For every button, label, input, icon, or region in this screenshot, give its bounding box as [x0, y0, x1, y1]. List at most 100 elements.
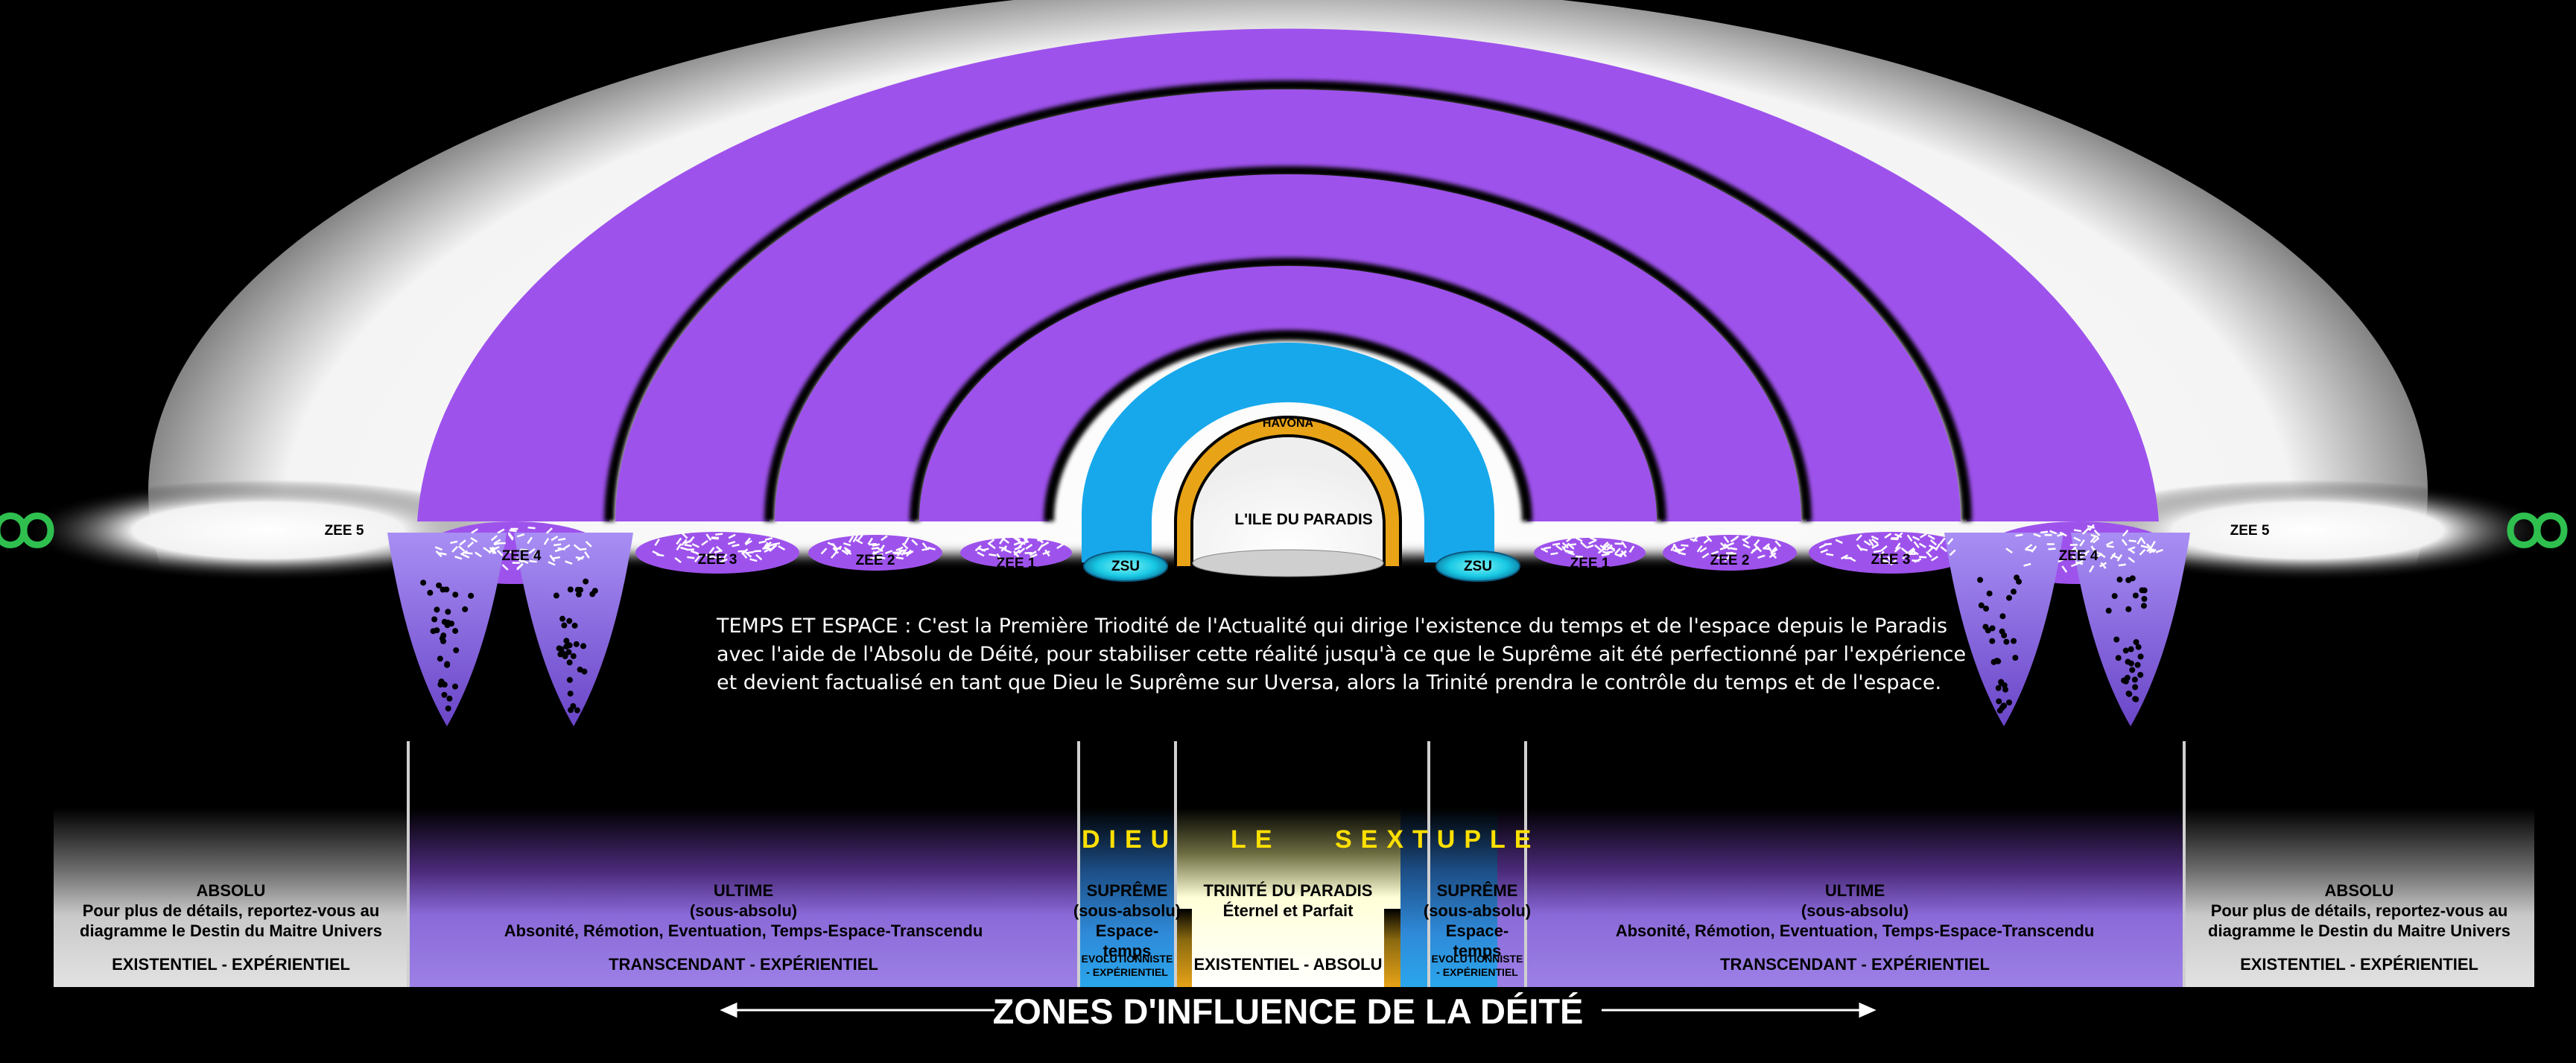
column-line: diagramme le Destin du Maitre Univers — [54, 921, 408, 941]
speckle — [561, 623, 567, 629]
column-footer: EVOLUTIONNISTE - EXPÉRIENTIEL — [1423, 952, 1532, 979]
zee5-left-label: ZEE 5 — [325, 523, 364, 539]
speckle — [2025, 549, 2032, 550]
note-line: avec l'aide de l'Absolu de Déité, pour s… — [717, 641, 1923, 669]
footer-title: ZONES D'INFLUENCE DE LA DÉITÉ — [0, 991, 2576, 1032]
deity-zones-diagram: HAVONA L'ILE DU PARADIS ZSU ZSU ZEE 1 ZE… — [0, 0, 2576, 1028]
zee3-right-label: ZEE 3 — [1871, 552, 1911, 568]
column-title: SUPRÊME — [1073, 880, 1181, 901]
speckle — [2015, 535, 2023, 536]
speckle — [453, 647, 459, 653]
speckle — [2128, 647, 2134, 653]
column-line: (sous-absolu) — [1423, 901, 1532, 921]
column-line: (sous-absolu) — [1526, 901, 2184, 921]
speckle — [1999, 613, 2005, 619]
speckle — [715, 534, 723, 535]
speckle — [1919, 557, 1926, 558]
zee5-right-label: ZEE 5 — [2230, 523, 2270, 539]
speckle — [656, 555, 664, 556]
speckle — [2123, 679, 2129, 685]
column-footer: EXISTENTIEL - EXPÉRIENTIEL — [54, 955, 408, 974]
speckle — [431, 628, 437, 634]
speckle — [754, 550, 761, 551]
speckle — [2116, 655, 2122, 661]
speckle — [574, 641, 580, 647]
speckle — [2001, 632, 2007, 638]
paradise-island-label: L'ILE DU PARADIS — [1234, 511, 1372, 529]
speckle — [452, 591, 458, 597]
speckle — [444, 662, 450, 668]
speckle — [1552, 544, 1560, 545]
speckle — [2107, 546, 2114, 547]
speckle — [427, 590, 433, 596]
speckle — [445, 705, 451, 711]
ultime-right-column: ULTIME (sous-absolu) Absonité, Rémotion,… — [1526, 880, 2184, 1063]
speckle — [2006, 699, 2012, 705]
speckle — [2012, 655, 2018, 661]
speckle — [2142, 588, 2148, 594]
zsu-right-label: ZSU — [1464, 559, 1492, 575]
speckle — [568, 707, 574, 713]
speckle — [592, 588, 598, 594]
speckle — [2132, 684, 2138, 690]
speckle — [462, 606, 468, 612]
speckle — [1996, 698, 2002, 704]
speckle — [1985, 627, 1991, 633]
zee4-left-label: ZEE 4 — [502, 548, 542, 565]
speckle — [1681, 545, 1688, 546]
speckle — [2125, 606, 2131, 612]
speckle — [437, 656, 443, 661]
speckle — [1826, 554, 1833, 556]
speckle — [1912, 560, 1920, 561]
speckle — [1551, 553, 1558, 554]
absolu-right-column: ABSOLU Pour plus de détails, reportez-vo… — [2184, 880, 2534, 1063]
speckle — [1983, 606, 1989, 612]
speckle — [441, 692, 447, 698]
column-title: ULTIME — [408, 880, 1079, 901]
supreme-left-column: SUPRÊME (sous-absolu) Espace-temps EVOLU… — [1073, 880, 1181, 1063]
column-line: Absonité, Rémotion, Eventuation, Temps-E… — [408, 921, 1079, 941]
column-line: Absonité, Rémotion, Eventuation, Temps-E… — [1526, 921, 2184, 941]
column-footer: TRANSCENDANT - EXPÉRIENTIEL — [1526, 955, 2184, 974]
speckle — [1987, 591, 1993, 597]
speckle — [762, 548, 770, 549]
speckle — [440, 635, 445, 641]
speckle — [553, 593, 559, 599]
column-title: ABSOLU — [2184, 880, 2534, 901]
zee4-right-label: ZEE 4 — [2059, 548, 2098, 565]
speckle — [440, 587, 446, 593]
column-line: Pour plus de détails, reportez-vous au — [2184, 901, 2534, 921]
column-title: SUPRÊME — [1423, 880, 1532, 901]
speckle — [558, 548, 565, 550]
speckle — [1763, 548, 1770, 549]
speckle — [445, 609, 451, 615]
speckle — [571, 653, 577, 659]
speckle — [989, 554, 996, 556]
heading-word: LE — [1231, 825, 1281, 854]
zee1-left-label: ZEE 1 — [997, 556, 1036, 572]
speckle — [559, 616, 565, 622]
speckle — [558, 539, 565, 540]
speckle — [431, 616, 437, 622]
speckle — [568, 691, 574, 696]
speckle — [510, 530, 517, 531]
column-line: (sous-absolu) — [1073, 901, 1181, 921]
speckle — [567, 677, 573, 683]
speckle — [2138, 653, 2144, 659]
speckle — [2113, 637, 2119, 643]
speckle — [834, 548, 841, 549]
time-space-note: TEMPS ET ESPACE : C'est la Première Trio… — [717, 612, 1923, 697]
speckle — [583, 579, 589, 585]
speckle — [2116, 577, 2122, 583]
speckle — [468, 593, 474, 599]
speckle — [2049, 549, 2056, 550]
column-line: diagramme le Destin du Maitre Univers — [2184, 921, 2534, 941]
speckle — [1730, 548, 1737, 550]
speckle — [2134, 639, 2139, 645]
speckle — [420, 580, 426, 586]
speckle — [528, 527, 536, 528]
speckle — [2003, 639, 2009, 645]
speckle — [2126, 691, 2132, 696]
footer: ZONES D'INFLUENCE DE LA DÉITÉ — [0, 988, 2576, 1028]
dieu-le-sextuple-heading: DIEU LE SEXTUPLE — [1082, 825, 1529, 858]
